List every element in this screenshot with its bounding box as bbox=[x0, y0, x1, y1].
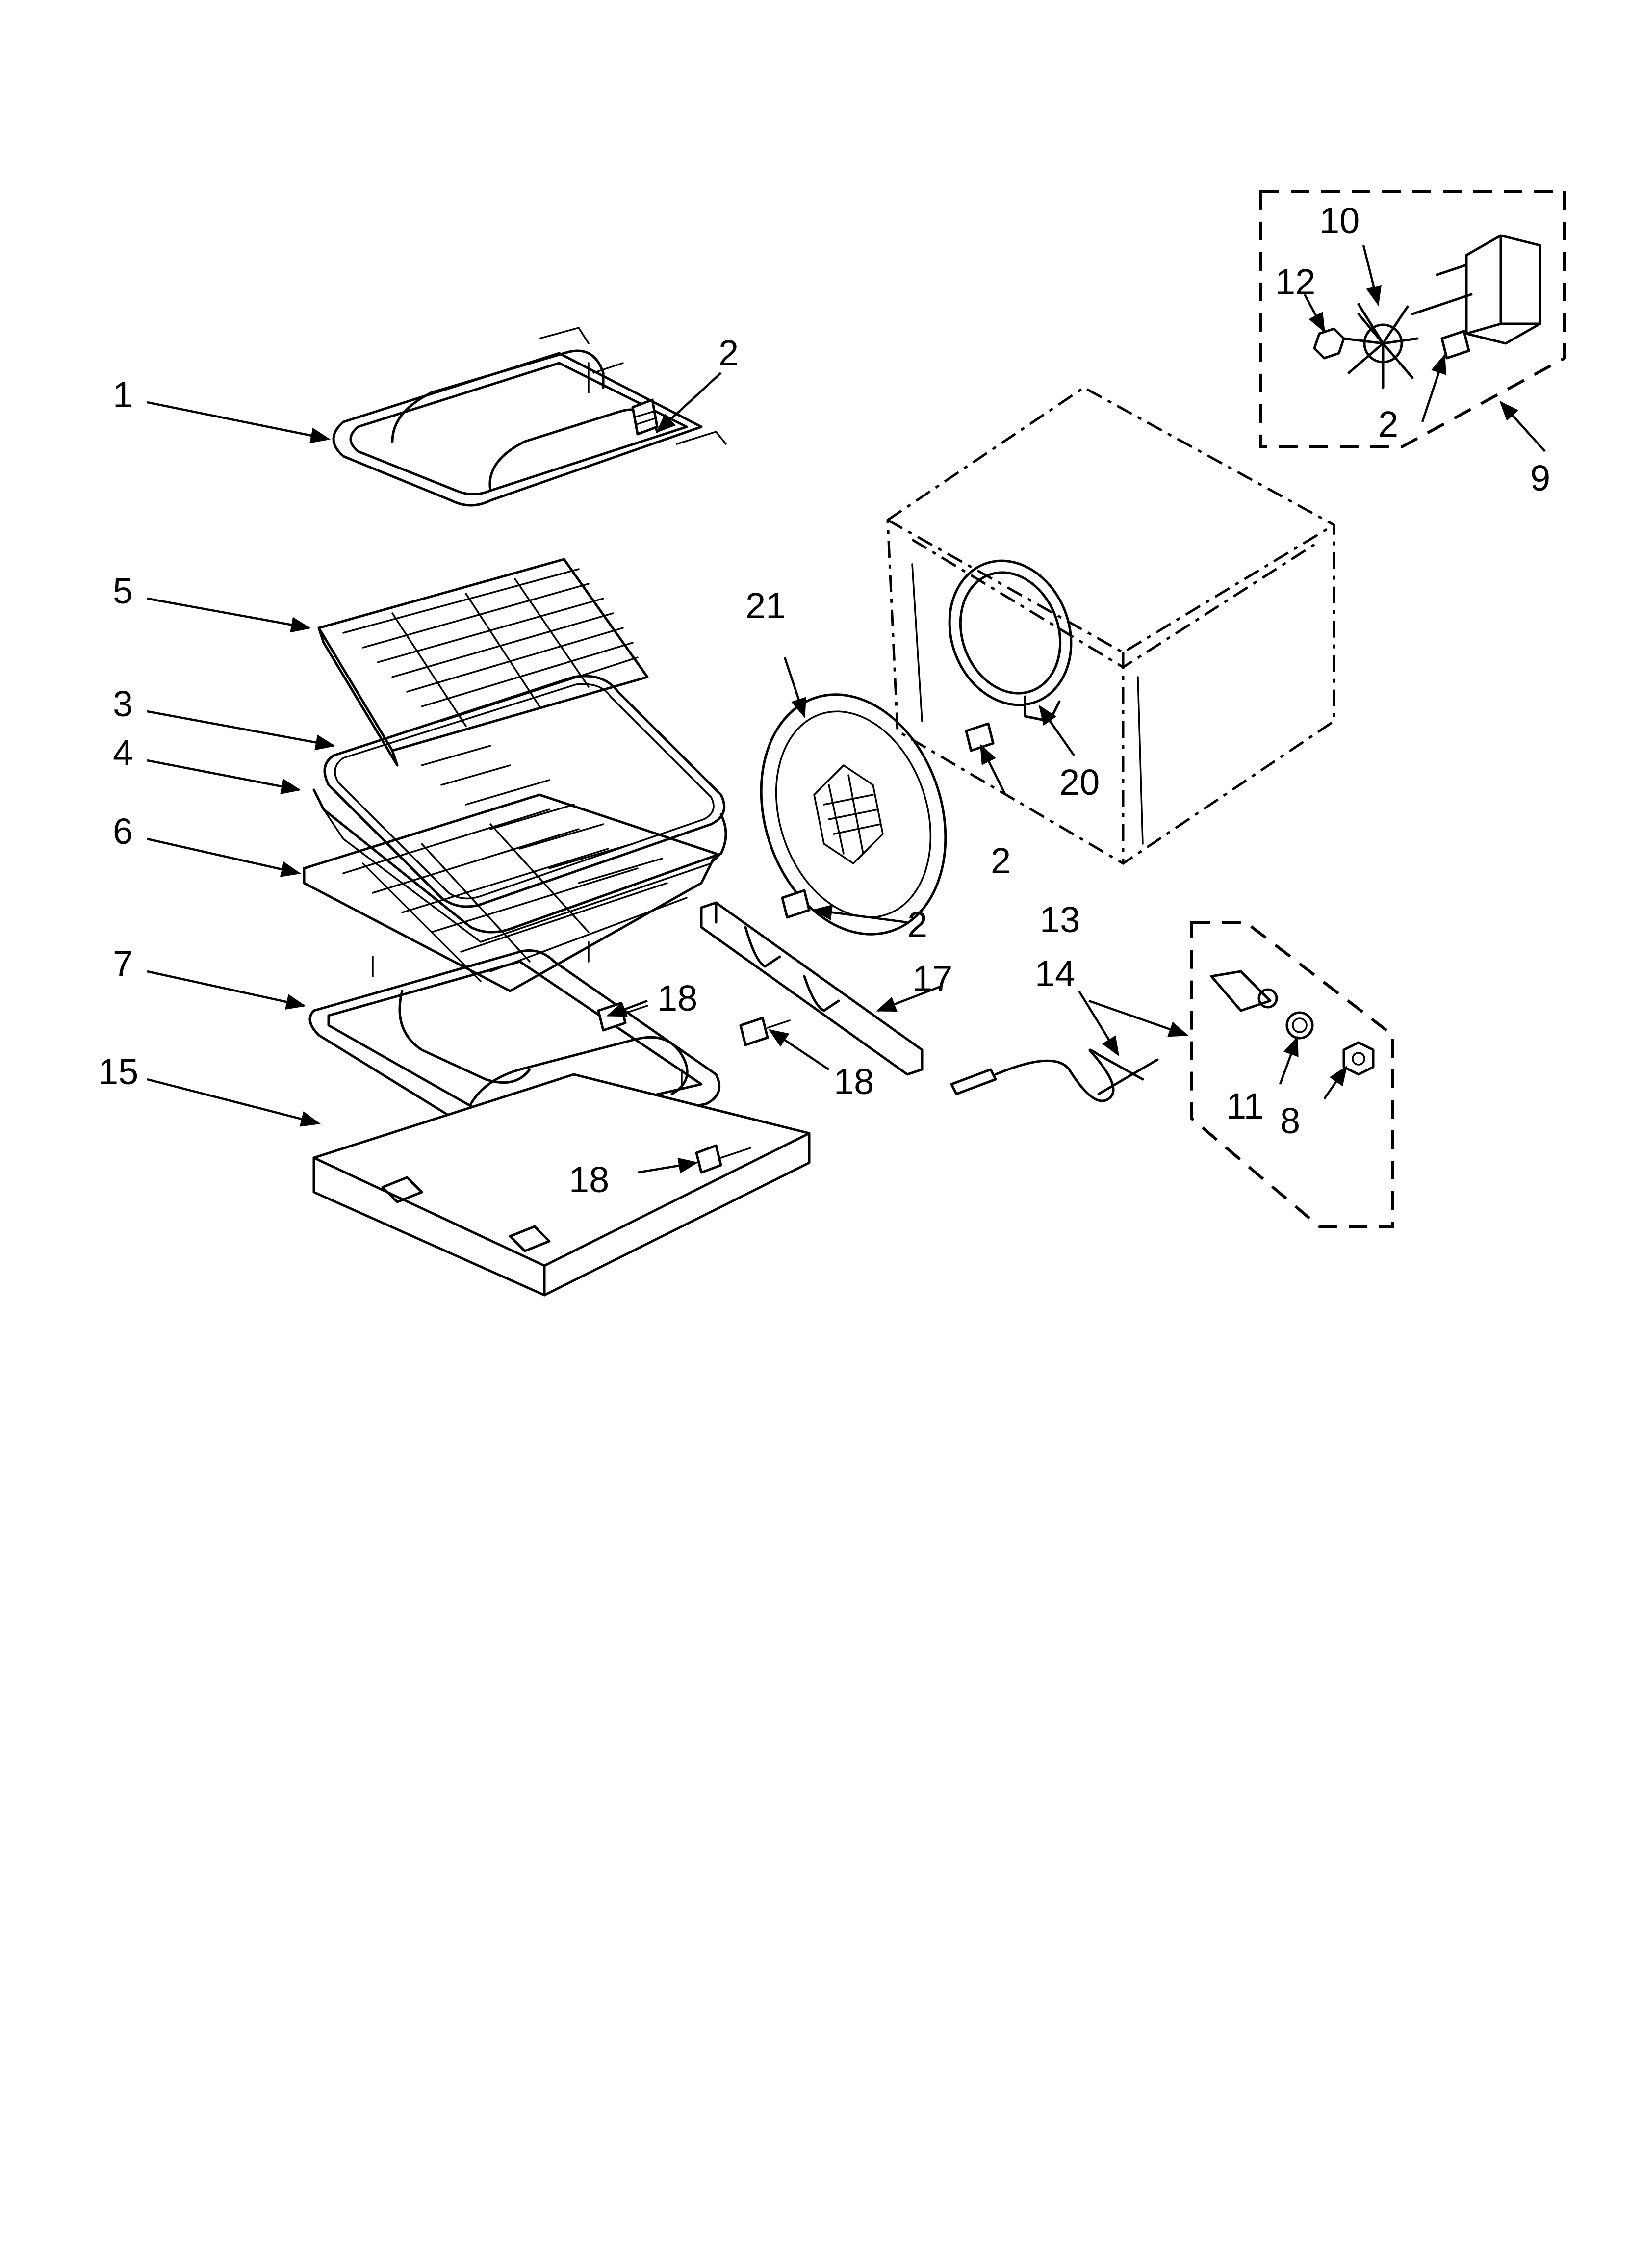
callout-3: 3 bbox=[113, 683, 133, 724]
broiler-pan-insert bbox=[323, 675, 726, 908]
callout-4: 4 bbox=[113, 732, 133, 773]
callout-18a: 18 bbox=[657, 978, 697, 1018]
nut-8 bbox=[1342, 1041, 1375, 1076]
callout-1: 1 bbox=[113, 374, 133, 415]
oven-cavity-outline bbox=[886, 386, 1335, 865]
callout-20: 20 bbox=[1059, 762, 1100, 803]
callout-2d: 2 bbox=[1378, 404, 1398, 444]
callout-5: 5 bbox=[113, 571, 133, 611]
bake-element bbox=[308, 941, 721, 1146]
fan-blade bbox=[1342, 303, 1419, 389]
callout-2c: 2 bbox=[907, 904, 927, 945]
callout-18b: 18 bbox=[834, 1061, 874, 1102]
callout-18c: 18 bbox=[569, 1159, 609, 1200]
convection-fan-cover bbox=[760, 693, 947, 936]
callout-10: 10 bbox=[1319, 200, 1360, 241]
screw-18a bbox=[597, 1002, 648, 1032]
callout-8: 8 bbox=[1280, 1100, 1300, 1141]
oven-rack bbox=[317, 558, 649, 767]
callout-17: 17 bbox=[912, 958, 952, 999]
callout-9: 9 bbox=[1530, 458, 1550, 498]
meat-probe bbox=[950, 1048, 1159, 1102]
convection-element bbox=[948, 559, 1073, 723]
callout-21: 21 bbox=[745, 585, 786, 626]
drip-tray bbox=[312, 1073, 811, 1297]
thermostat-group bbox=[1190, 921, 1394, 1228]
screw-2d bbox=[1440, 330, 1470, 360]
callout-14: 14 bbox=[1035, 953, 1075, 994]
lock-washer-11 bbox=[1285, 1011, 1314, 1040]
callout-13: 13 bbox=[1040, 899, 1080, 940]
callout-7: 7 bbox=[113, 943, 133, 984]
screw-18c bbox=[695, 1144, 751, 1174]
screw-2c bbox=[781, 889, 811, 919]
screw-2a bbox=[631, 398, 659, 436]
callout-labels: 1 2 2 2 2 3 4 5 6 7 8 9 10 11 12 13 14 1… bbox=[98, 200, 1550, 1200]
element-bracket bbox=[700, 901, 924, 1076]
fan-motor-group bbox=[1259, 190, 1566, 448]
callout-6: 6 bbox=[113, 811, 133, 852]
screw-18b bbox=[739, 1017, 791, 1046]
screw-2b bbox=[965, 722, 995, 752]
callout-12: 12 bbox=[1275, 261, 1315, 302]
broil-element bbox=[332, 327, 727, 507]
callout-15: 15 bbox=[98, 1051, 138, 1092]
callout-2b: 2 bbox=[991, 840, 1011, 881]
convection-motor bbox=[1411, 234, 1541, 345]
leader-lines bbox=[147, 245, 1546, 1174]
callout-2a: 2 bbox=[718, 333, 739, 373]
oven-rack-lower bbox=[303, 793, 718, 992]
sensor-bulb bbox=[1210, 970, 1278, 1012]
broiler-pan bbox=[312, 788, 727, 943]
callout-11: 11 bbox=[1226, 1086, 1264, 1126]
nut-12 bbox=[1313, 327, 1345, 360]
